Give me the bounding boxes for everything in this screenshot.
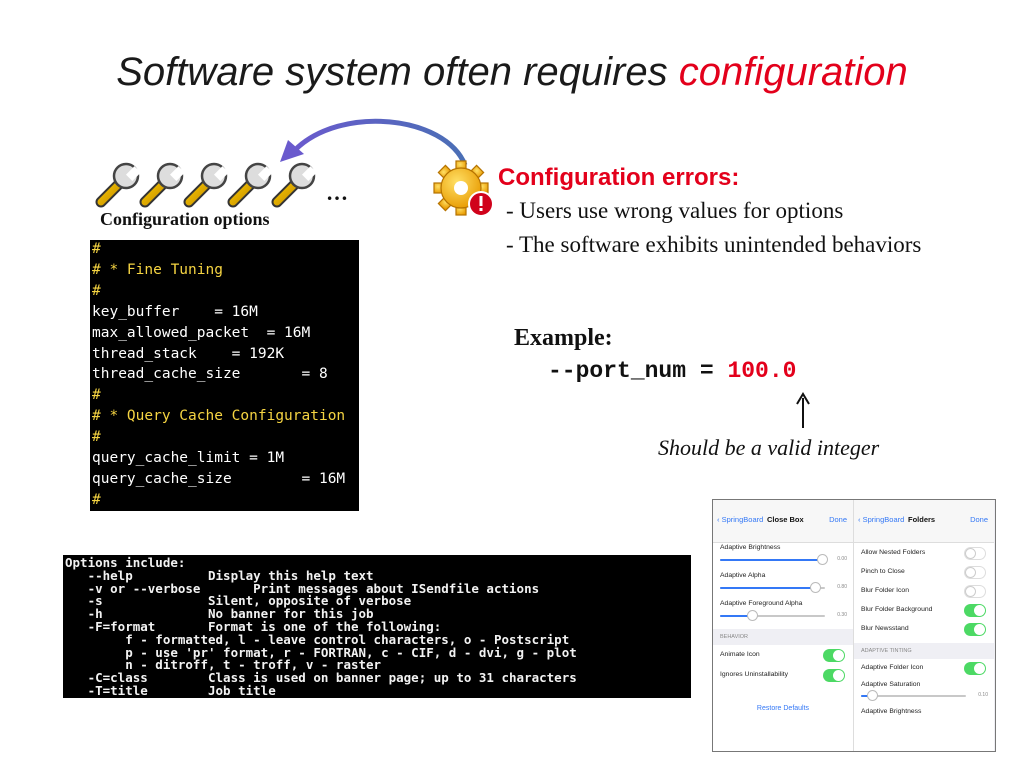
slider-value: 0.00: [837, 556, 847, 562]
error-item: - The software exhibits unintended behav…: [506, 232, 922, 257]
config-line: thread_cache_size = 8: [92, 366, 328, 383]
help-line: -C=class Class is used on banner page; u…: [65, 670, 577, 686]
slider[interactable]: [861, 690, 966, 701]
config-line: #: [92, 429, 101, 446]
section-label: BEHAVIOR: [720, 634, 749, 640]
slider-value: 0.80: [837, 584, 847, 590]
config-line: #: [92, 241, 101, 257]
slider-knob[interactable]: [866, 690, 878, 701]
toggle-switch[interactable]: [823, 649, 845, 662]
toggle-switch[interactable]: [964, 662, 986, 675]
help-line: -F=format Format is one of the following…: [65, 619, 442, 634]
curved-arrow-icon: [280, 118, 468, 167]
example-code: --port_num = 100.0: [548, 358, 796, 384]
wrench-icons: [95, 160, 325, 208]
title-prefix: Software system often requires: [116, 50, 668, 94]
help-output-terminal: Options include: --help Display this hel…: [63, 555, 691, 698]
toggle-label: Adaptive Folder Icon: [861, 664, 924, 671]
toggle-label: Blur Newsstand: [861, 625, 909, 632]
help-line: p - use 'pr' format, r - FORTRAN, c - CI…: [65, 644, 577, 660]
example-code-value: 100.0: [727, 358, 797, 384]
options-caption: Configuration options: [100, 209, 270, 229]
back-button[interactable]: ‹ SpringBoard: [858, 515, 905, 524]
help-line: n - ditroff, t - troff, v - raster: [65, 657, 382, 673]
toggle-switch[interactable]: [964, 585, 986, 598]
config-line: max_allowed_packet = 16M: [92, 324, 311, 341]
slider[interactable]: [720, 582, 825, 593]
example-hint: Should be a valid integer: [658, 435, 880, 460]
restore-defaults-button[interactable]: Restore Defaults: [756, 705, 810, 712]
help-line: --help Display this help text: [65, 567, 374, 583]
nav-bar: ‹ SpringBoard Folders Done: [854, 500, 994, 543]
help-line: -s Silent, opposite of verbose: [65, 593, 412, 609]
config-line: query_cache_size = 16M: [92, 470, 346, 487]
slider-fill: [861, 695, 872, 697]
section-header: ADAPTIVE TINTING: [854, 643, 994, 659]
slider-knob[interactable]: [746, 610, 758, 621]
config-line: #: [92, 491, 101, 508]
slider-knob[interactable]: [809, 582, 821, 593]
done-button[interactable]: Done: [970, 515, 988, 524]
slider[interactable]: [720, 554, 828, 565]
slide-title: Software system often requires configura…: [0, 50, 1024, 95]
ellipsis: …: [326, 180, 348, 205]
slider-knob[interactable]: [816, 554, 828, 565]
slider-fill: [720, 615, 752, 617]
done-button[interactable]: Done: [829, 515, 847, 524]
title-highlight: configuration: [678, 50, 908, 94]
help-line: -T=title Job title: [65, 683, 276, 698]
slider-value: 0.30: [837, 612, 847, 618]
gear-warning-icon: [433, 160, 494, 217]
nav-bar: ‹ SpringBoard Close Box Done: [713, 500, 853, 543]
slider[interactable]: [720, 610, 825, 621]
toggle-label: Allow Nested Folders: [861, 549, 926, 556]
nav-title: Folders: [908, 515, 936, 524]
help-line: -h No banner for this job: [65, 606, 374, 622]
folders-pane: ‹ SpringBoard Folders Done Allow Nested …: [854, 500, 994, 751]
toggle-switch[interactable]: [964, 604, 986, 617]
toggle-switch[interactable]: [823, 669, 845, 682]
up-arrow-icon: [796, 392, 810, 428]
error-item: - Users use wrong values for options: [506, 198, 844, 223]
close-box-pane: ‹ SpringBoard Close Box Done Adaptive Br…: [713, 500, 854, 751]
slider-fill: [720, 559, 822, 561]
slider-value: 0.10: [978, 692, 988, 698]
section-label: ADAPTIVE TINTING: [861, 648, 912, 654]
slider-fill: [720, 587, 815, 589]
section-header: BEHAVIOR: [713, 629, 853, 645]
setting-label: Adaptive Brightness: [861, 708, 922, 715]
config-line: query_cache_limit = 1M: [92, 450, 285, 466]
slider-label: Adaptive Alpha: [720, 572, 766, 579]
config-line: #: [92, 387, 101, 404]
config-line: #: [92, 282, 101, 299]
settings-screenshot: ‹ SpringBoard Close Box Done Adaptive Br…: [712, 499, 996, 752]
toggle-label: Animate Icon: [720, 651, 760, 658]
back-label: SpringBoard: [721, 515, 764, 524]
slider-label: Adaptive Saturation: [861, 681, 921, 688]
toggle-switch[interactable]: [964, 623, 986, 636]
help-line: Options include:: [65, 555, 186, 570]
example-code-prefix: --port_num =: [548, 358, 728, 384]
config-line: key_buffer = 16M: [92, 303, 258, 320]
nav-title: Close Box: [767, 515, 804, 524]
toggle-label: Pinch to Close: [861, 568, 905, 575]
toggle-switch[interactable]: [964, 566, 986, 579]
config-line: # * Query Cache Configuration: [92, 408, 346, 425]
config-line: # * Fine Tuning: [92, 261, 223, 278]
back-label: SpringBoard: [862, 515, 905, 524]
slider-label: Adaptive Brightness: [720, 544, 781, 551]
toggle-switch[interactable]: [964, 547, 986, 560]
example-label: Example:: [514, 325, 613, 351]
config-file-terminal: # # * Fine Tuning # key_buffer = 16M max_all…: [90, 240, 359, 511]
errors-heading: Configuration errors:: [498, 164, 740, 191]
toggle-label: Blur Folder Background: [861, 606, 933, 613]
help-line: -v or --verbose Print messages about ISe…: [65, 580, 540, 596]
back-button[interactable]: ‹ SpringBoard: [717, 515, 764, 524]
toggle-label: Ignores Uninstallability: [720, 671, 789, 678]
toggle-label: Blur Folder Icon: [861, 587, 909, 594]
help-line: f - formatted, l - leave control charact…: [65, 631, 570, 647]
config-line: thread_stack = 192K: [92, 345, 285, 362]
slider-label: Adaptive Foreground Alpha: [720, 600, 803, 607]
